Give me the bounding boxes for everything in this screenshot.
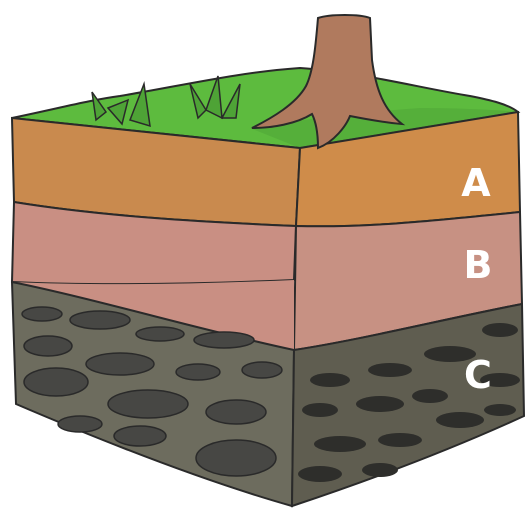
layer-label-a: A [461, 161, 491, 205]
layer-label-b: B [464, 243, 493, 287]
layer-label-c: C [464, 353, 492, 397]
